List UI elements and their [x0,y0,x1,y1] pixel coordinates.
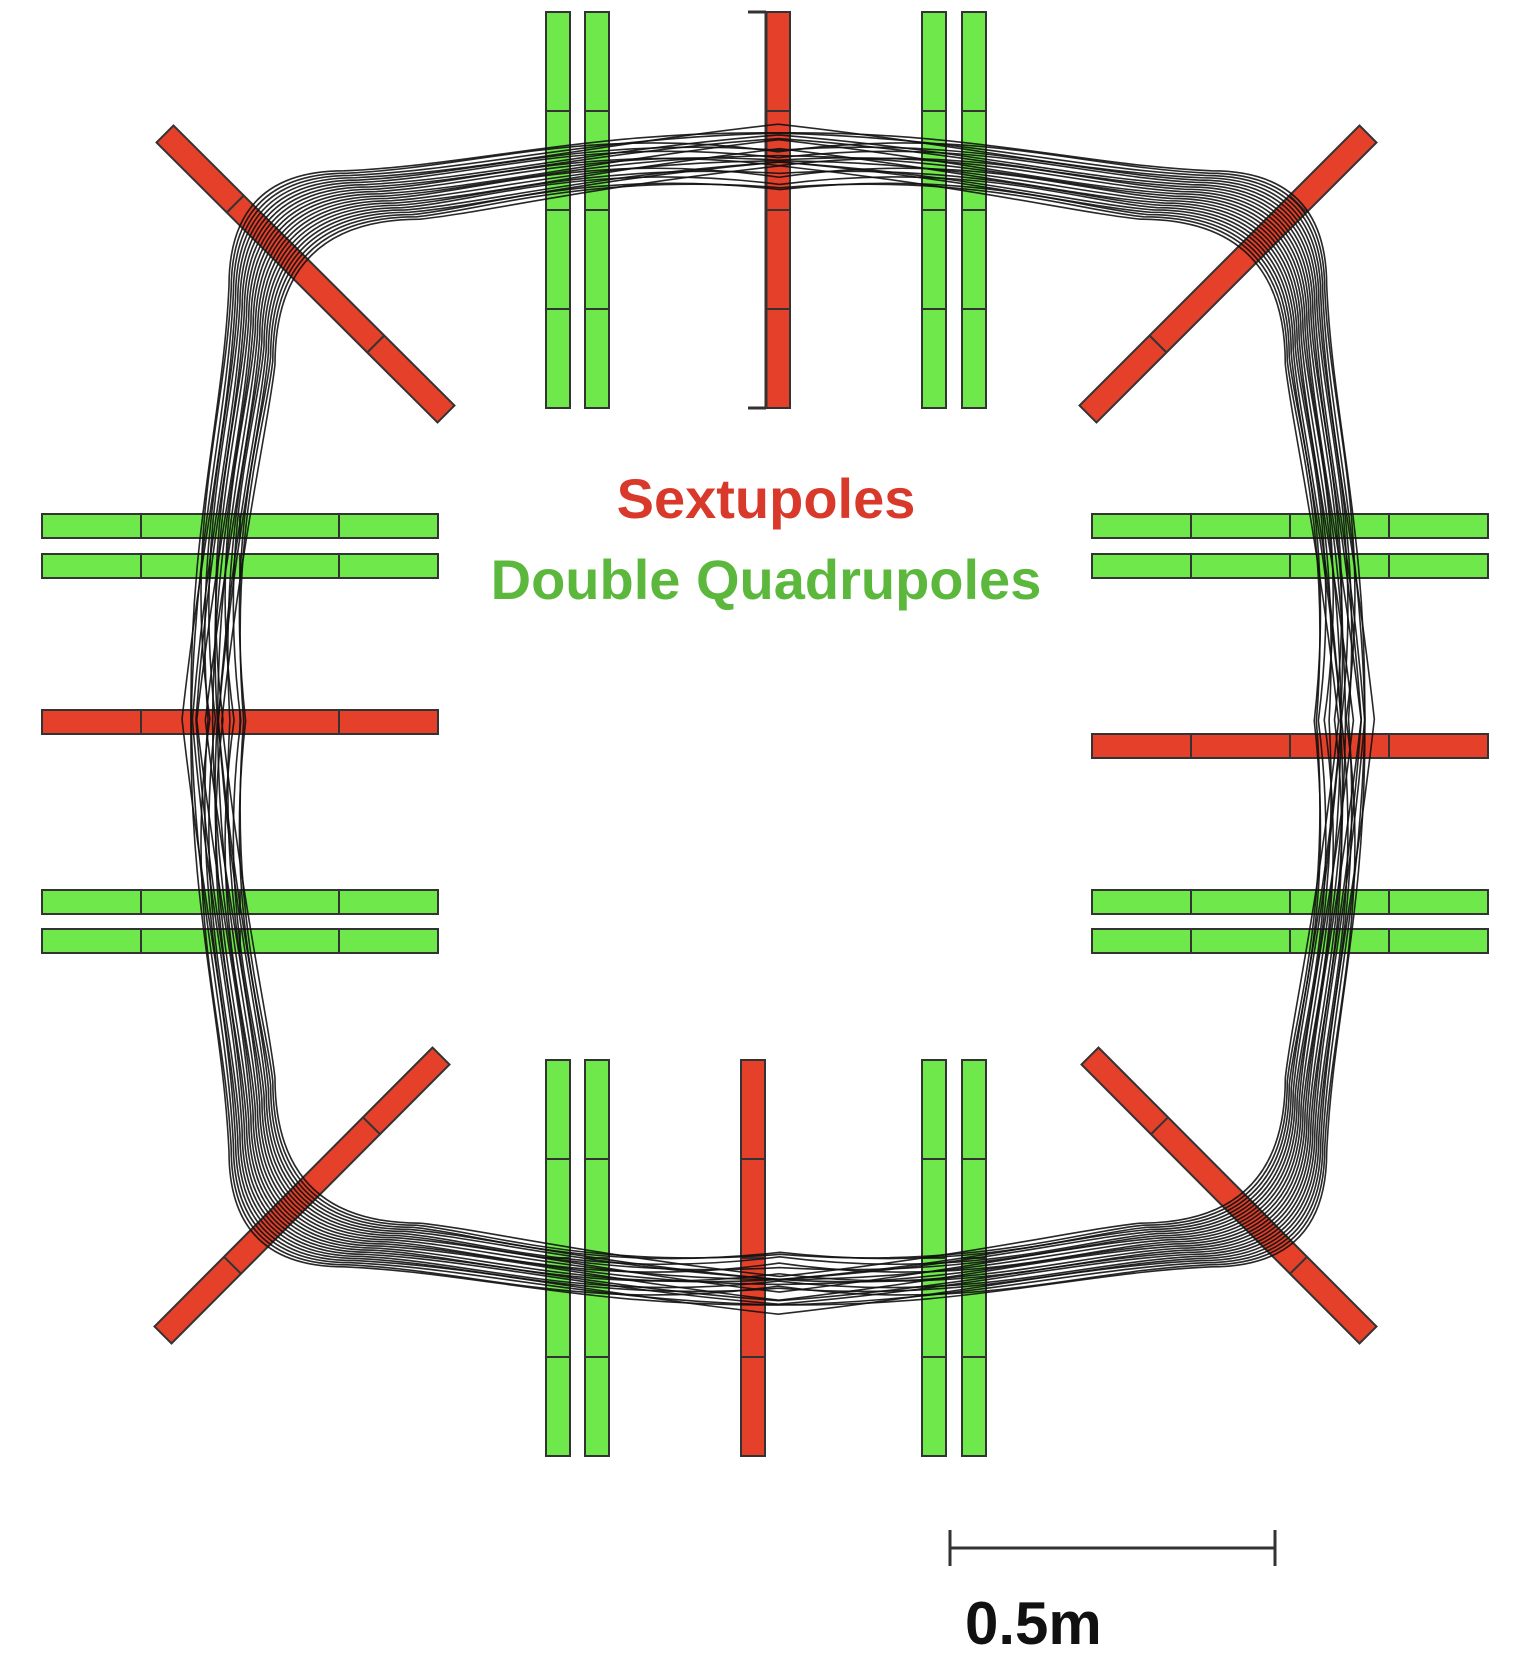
trajectory-line [220,165,1340,1278]
sextupole-corner-top-right [1078,124,1378,424]
particle-trajectories [181,123,1376,1315]
sextupole-corner-bottom-left [153,1046,451,1345]
trajectory-line [232,176,1327,1266]
trajectory-line [195,137,1363,1302]
trajectory-line [217,161,1343,1281]
scale-bar [948,1530,1277,1566]
trajectory-line [224,167,1335,1273]
quadrupole-right-2a [1091,889,1489,915]
trajectory-line [238,182,1322,1260]
quadrupole-right-1a [1091,513,1489,539]
trajectory-line [181,123,1376,1315]
sextupole-corner-bottom-right [1080,1046,1378,1345]
trajectory-line [191,134,1366,1305]
quadrupole-left-2a [41,889,439,915]
sextupole-top-bracket [748,10,768,410]
legend-sextupoles: Sextupoles [616,467,916,530]
trajectory-line [239,183,1321,1259]
trajectory-line [204,147,1355,1293]
legend-double-quadrupoles: Double Quadrupoles [490,548,1042,611]
quadrupole-top-1b [584,11,610,409]
quadrupole-right-1b [1091,553,1489,579]
trajectory-line [227,170,1332,1271]
trajectory-line [190,132,1366,1306]
trajectory-line [211,154,1347,1286]
trajectory-line [214,157,1343,1282]
trajectory-line [204,146,1353,1293]
quadrupole-top-2a [921,11,947,409]
quadrupole-top-1a [545,11,571,409]
sextupole-top [765,11,791,409]
scale-bar-label: 0.5m [965,1590,1102,1657]
magnets [41,10,1489,1457]
quadrupole-top-2b [961,11,987,409]
sextupole-corner-top-left [155,124,456,424]
sextupole-bottom [740,1059,766,1457]
quadrupole-right-2b [1091,928,1489,954]
trajectory-line [216,160,1342,1281]
sextupole-right [1091,733,1489,759]
trajectory-line [190,132,1366,1306]
trajectory-line [195,138,1362,1301]
trajectory-line [214,157,1344,1283]
